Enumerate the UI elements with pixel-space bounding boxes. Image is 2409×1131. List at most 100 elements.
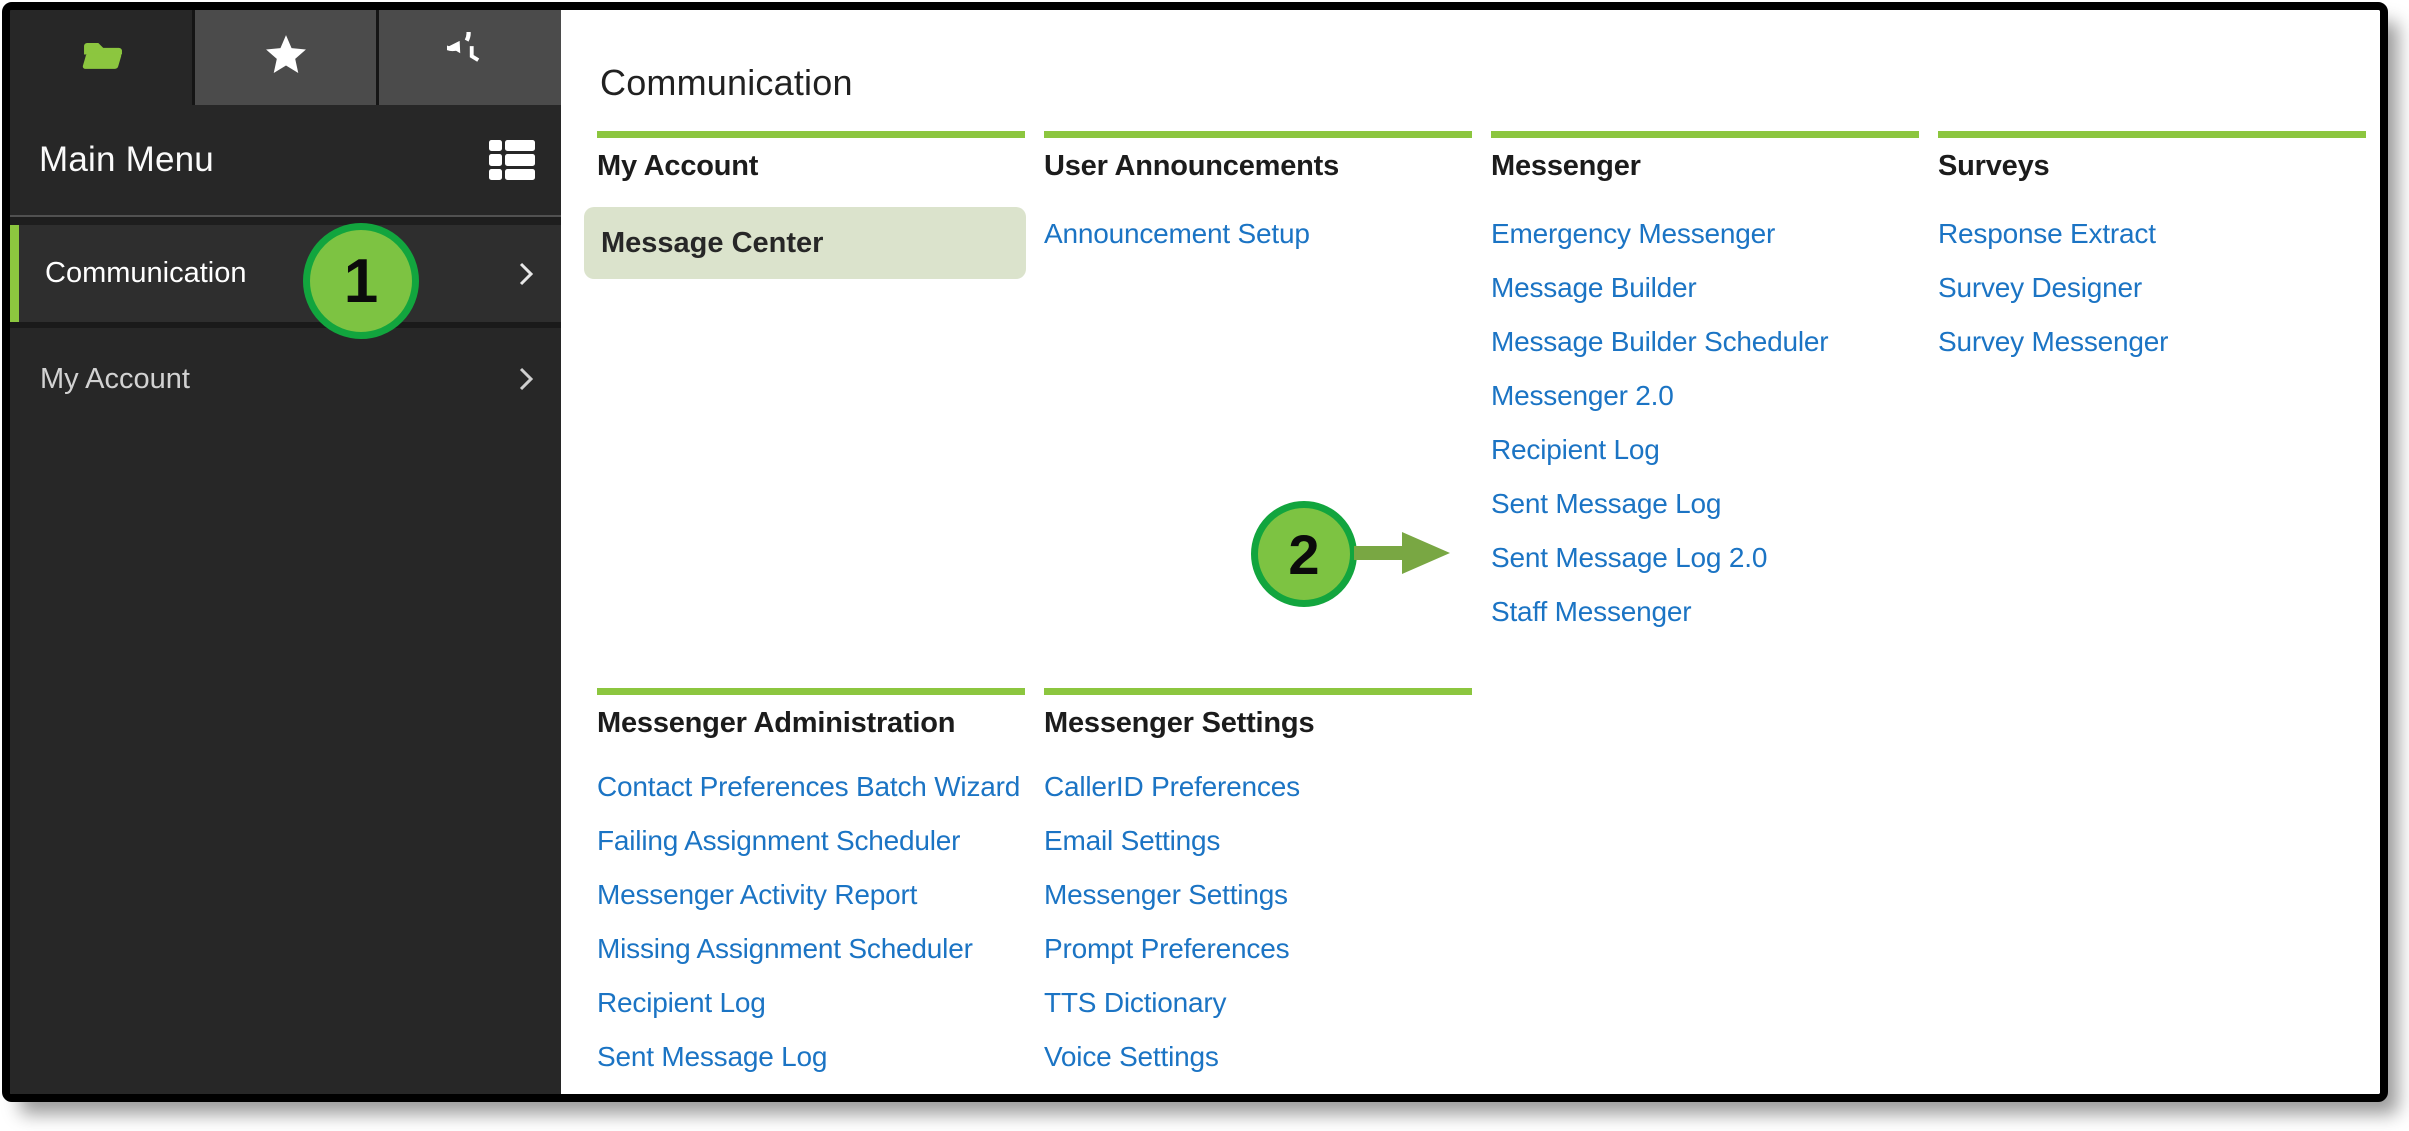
section-header: Messenger xyxy=(1491,150,1641,182)
menu-link-item: Recipient Log xyxy=(597,976,1044,1030)
menu-link[interactable]: Messenger Activity Report xyxy=(597,879,918,910)
menu-link[interactable]: Recipient Log xyxy=(1491,434,1660,465)
menu-link[interactable]: Sent Message Log 2.0 xyxy=(1491,542,1768,573)
menu-link-item: Prompt Preferences xyxy=(1044,922,1491,976)
menu-link-item: Announcement Setup xyxy=(1044,207,1491,261)
sidebar-tabs xyxy=(10,10,562,105)
menu-link-item: Sent Message Log 2.0 xyxy=(1491,531,1938,585)
menu-link-item: Message Builder xyxy=(1491,261,1938,315)
app-window: Main Menu Communication My Account xyxy=(2,2,2388,1102)
section-rule xyxy=(1491,131,1919,138)
annotation-arrow-head-icon xyxy=(1402,532,1450,574)
sidebar-background xyxy=(10,430,561,1094)
menu-link[interactable]: Recipient Log xyxy=(597,987,766,1018)
menu-link-item: Messenger Activity Report xyxy=(597,868,1044,922)
section-rule xyxy=(1938,131,2366,138)
sidebar-row-gap xyxy=(10,322,561,328)
section-messenger-administration: Messenger Administration Contact Prefere… xyxy=(597,688,1044,1084)
tab-favorites[interactable] xyxy=(194,10,377,105)
section-rule xyxy=(1044,688,1472,695)
menu-link[interactable]: Staff Messenger xyxy=(1491,596,1692,627)
chevron-right-icon xyxy=(517,261,535,287)
menu-link-item: Emergency Messenger xyxy=(1491,207,1938,261)
menu-link-item: Message Builder Scheduler xyxy=(1491,315,1938,369)
tab-history[interactable] xyxy=(379,10,562,105)
menu-link[interactable]: Message Builder Scheduler xyxy=(1491,326,1829,357)
sidebar-item-my-account[interactable]: My Account xyxy=(10,328,561,430)
menu-link-item: Failing Assignment Scheduler xyxy=(597,814,1044,868)
grid-view-icon[interactable] xyxy=(489,140,535,180)
selected-menu-item[interactable]: Message Center xyxy=(584,207,1026,279)
section-my-account: My Account Message Center xyxy=(584,131,1044,639)
menu-sections-row1: My Account Message Center User Announcem… xyxy=(584,131,2380,639)
section-header: User Announcements xyxy=(1044,150,1340,182)
menu-link[interactable]: Survey Designer xyxy=(1938,272,2142,303)
menu-link-item: Missing Assignment Scheduler xyxy=(597,922,1044,976)
menu-link[interactable]: Email Settings xyxy=(1044,825,1221,856)
menu-link[interactable]: Messenger Settings xyxy=(1044,879,1288,910)
section-rule xyxy=(597,131,1025,138)
history-icon xyxy=(435,15,493,83)
section-header: Messenger Settings xyxy=(1044,707,1315,739)
menu-link-item: Staff Messenger xyxy=(1491,585,1938,639)
section-links: Announcement Setup xyxy=(1044,207,1491,261)
menu-link[interactable]: Prompt Preferences xyxy=(1044,933,1290,964)
annotation-step-1-badge: 1 xyxy=(303,223,419,339)
menu-link-item: Response Extract xyxy=(1938,207,2380,261)
menu-link-item: CallerID Preferences xyxy=(1044,760,1491,814)
menu-link[interactable]: Message Builder xyxy=(1491,272,1697,303)
menu-link[interactable]: Voice Settings xyxy=(1044,1041,1219,1072)
menu-link-item: Survey Messenger xyxy=(1938,315,2380,369)
main-content: Communication My Account Message Center … xyxy=(561,10,2380,1094)
menu-link-item: Voice Settings xyxy=(1044,1030,1491,1084)
folder-open-icon xyxy=(76,34,126,81)
menu-link-item: Sent Message Log xyxy=(597,1030,1044,1084)
sidebar-header: Main Menu xyxy=(10,105,561,215)
menu-link[interactable]: Sent Message Log xyxy=(1491,488,1722,519)
menu-link-item: Survey Designer xyxy=(1938,261,2380,315)
section-rule xyxy=(597,688,1025,695)
menu-link-item: Email Settings xyxy=(1044,814,1491,868)
page-title: Communication xyxy=(600,62,853,103)
menu-link[interactable]: Emergency Messenger xyxy=(1491,218,1776,249)
tab-main-menu[interactable] xyxy=(10,10,192,105)
menu-link[interactable]: Sent Message Log xyxy=(597,1041,828,1072)
menu-link-item: Messenger 2.0 xyxy=(1491,369,1938,423)
menu-sections-row2: Messenger Administration Contact Prefere… xyxy=(597,688,1491,1084)
menu-link-item: Sent Message Log xyxy=(1491,477,1938,531)
sidebar-item-label: Communication xyxy=(45,257,247,289)
menu-link[interactable]: Announcement Setup xyxy=(1044,218,1310,249)
menu-link[interactable]: Missing Assignment Scheduler xyxy=(597,933,973,964)
section-header: Surveys xyxy=(1938,150,2050,182)
chevron-right-icon xyxy=(517,366,535,392)
menu-link[interactable]: TTS Dictionary xyxy=(1044,987,1227,1018)
sidebar-divider xyxy=(10,215,561,225)
sidebar-item-label: My Account xyxy=(40,362,190,395)
sidebar: Main Menu Communication My Account xyxy=(10,10,562,1094)
menu-link[interactable]: Survey Messenger xyxy=(1938,326,2169,357)
menu-link[interactable]: CallerID Preferences xyxy=(1044,771,1300,802)
menu-link[interactable]: Contact Preferences Batch Wizard xyxy=(597,771,1021,802)
sidebar-title: Main Menu xyxy=(39,140,214,179)
section-rule xyxy=(1044,131,1472,138)
menu-link-item: Messenger Settings xyxy=(1044,868,1491,922)
menu-link[interactable]: Messenger 2.0 xyxy=(1491,380,1674,411)
section-user-announcements: User Announcements Announcement Setup xyxy=(1044,131,1491,639)
section-header: Messenger Administration xyxy=(597,707,956,739)
section-header: My Account xyxy=(597,150,759,182)
menu-link[interactable]: Response Extract xyxy=(1938,218,2156,249)
annotation-step-2-badge: 2 xyxy=(1251,501,1357,607)
sidebar-item-communication[interactable]: Communication xyxy=(10,225,561,322)
annotation-arrow xyxy=(1354,546,1402,560)
menu-link-item: Contact Preferences Batch Wizard xyxy=(597,760,1044,814)
menu-link[interactable]: Failing Assignment Scheduler xyxy=(597,825,961,856)
star-icon xyxy=(263,32,309,83)
